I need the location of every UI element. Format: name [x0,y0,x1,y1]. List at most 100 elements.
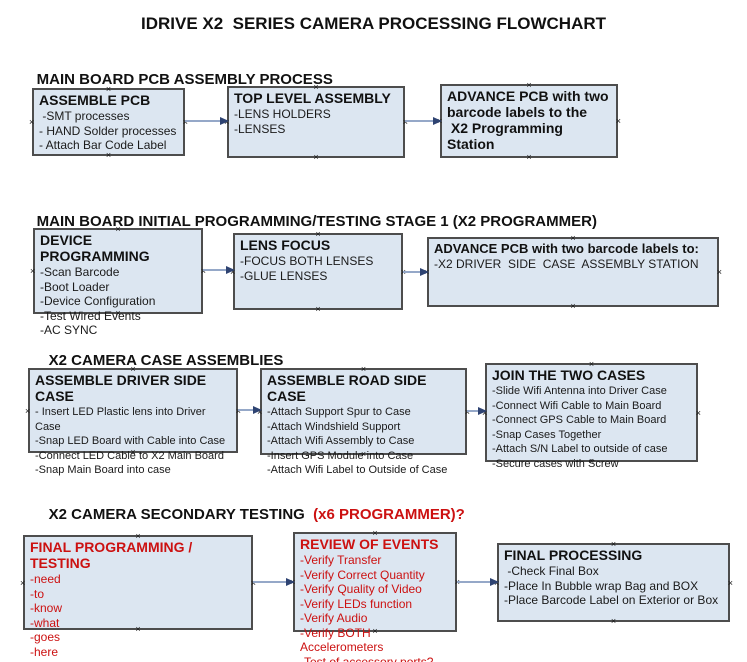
box-item: -what [30,615,60,630]
section-heading-pcb-assembly: MAIN BOARD PCB ASSEMBLY PROCESS [20,54,333,105]
page-title: IDRIVE X2 SERIES CAMERA PROCESSING FLOWC… [140,14,607,33]
box-item: -Verify BOTH Accelerometers [300,625,384,655]
flow-box-join-the-two-cases[interactable]: JOIN THE TWO CASES -Slide Wifi Antenna i… [482,360,701,470]
box-item: -Boot Loader [40,279,110,294]
connector-arrow [185,117,229,125]
connection-point-icon: × [716,267,722,277]
box-item: -Test of accessory ports? [300,654,434,662]
box-item: -FOCUS BOTH LENSES [240,254,374,268]
connection-point-icon: × [20,577,26,588]
box-items: -Verify Transfer-Verify Correct Quantity… [300,553,451,662]
box-items: -Scan Barcode-Boot Loader-Device Configu… [40,265,197,338]
box-item: -Snap LED Board with Cable into Case [35,435,226,447]
flow-box-advance-pcb-programming-station[interactable]: ADVANCE PCB with two barcode labels to t… [437,81,621,162]
connection-point-icon: × [526,152,532,162]
box-title: FINAL PROCESSING [504,547,643,563]
flow-box-final-processing[interactable]: FINAL PROCESSING -Check Final Box-Place … [494,540,733,626]
box-item: -Check Final Box [504,564,599,578]
box-item: - Attach Bar Code Label [39,138,167,152]
box-item: - HAND Solder processes [39,123,177,138]
section-heading-case-assemblies: X2 CAMERA CASE ASSEMBLIES [32,335,284,386]
box-title: ADVANCE PCB with two barcode labels to t… [447,88,609,152]
connector-arrow [238,406,262,414]
box-item: -Attach Wifi Assembly to Case [267,435,415,447]
connector-arrow [203,266,235,274]
box-title: TOP LEVEL ASSEMBLY [234,90,391,106]
connector-arrow [467,407,487,415]
box-item: -know [30,601,63,615]
box-items: -LENS HOLDERS-LENSES [234,107,399,136]
box-item: -GLUE LENSES [240,268,328,283]
box-item: -Attach Windshield Support [267,420,401,433]
box-items: -need-to-know-what-goes-here [30,572,247,659]
box-item: -Scan Barcode [40,265,120,279]
box-item: -LENS HOLDERS [234,107,331,121]
flow-box-assemble-pcb[interactable]: ASSEMBLE PCB -SMT processes- HAND Solder… [29,85,188,160]
box-item: -SMT processes [39,109,130,123]
box-item: -Snap Main Board into case [35,464,171,476]
box-title: FINAL PROGRAMMING / TESTING [30,539,197,571]
connection-point-icon: × [30,266,36,276]
box-item: -goes [30,630,61,644]
flow-box-review-of-events[interactable]: REVIEW OF EVENTS -Verify Transfer-Verify… [290,529,460,662]
connector-arrow [457,578,499,586]
box-item: -Secure cases with Screw [492,457,619,470]
flow-box-device-programming[interactable]: DEVICE PROGRAMMING -Scan Barcode-Boot Lo… [30,225,206,338]
box-title: ASSEMBLE DRIVER SIDE CASE [35,372,211,404]
box-item: -Connect Wifi Cable to Main Board [492,399,662,412]
connection-point-icon: × [25,405,31,416]
box-title: REVIEW OF EVENTS [300,536,439,552]
box-item: -LENSES [234,121,286,136]
box-item: -Slide Wifi Antenna into Driver Case [492,385,667,397]
connection-point-icon: × [570,301,576,311]
box-item: -Insert GPS Module into Case [267,449,414,462]
section-heading-text: X2 CAMERA SECONDARY TESTING [48,506,309,523]
box-title: JOIN THE TWO CASES [492,367,646,383]
box-items: -FOCUS BOTH LENSES-GLUE LENSES [240,254,397,283]
connection-point-icon: × [29,117,35,127]
section-heading-text: MAIN BOARD INITIAL PROGRAMMING/TESTING S… [36,213,597,230]
box-items: -X2 DRIVER SIDE CASE ASSEMBLY STATION [434,257,713,272]
box-title: ASSEMBLE PCB [39,92,151,108]
box-items: -Attach Support Spur to Case -Attach Wind… [267,405,461,478]
box-item: -Connect GPS Cable to Main Board [492,414,667,426]
flow-box-assemble-driver-side-case[interactable]: ASSEMBLE DRIVER SIDE CASE - Insert LED P… [25,365,241,477]
connection-point-icon: × [315,304,321,314]
box-title: ADVANCE PCB with two barcode labels to: [434,241,699,256]
flow-box-top-level-assembly[interactable]: TOP LEVEL ASSEMBLY -LENS HOLDERS-LENSES … [224,83,408,162]
section-heading-text: X2 CAMERA CASE ASSEMBLIES [48,352,284,369]
box-item: -Verify Transfer [300,553,382,567]
section-heading-secondary-testing: X2 CAMERA SECONDARY TESTING (x6 PROGRAMM… [32,489,465,540]
connection-point-icon: × [727,577,733,588]
box-item: - Insert LED Plastic lens into Driver Ca… [35,406,209,433]
section-heading-initial-programming: MAIN BOARD INITIAL PROGRAMMING/TESTING S… [20,196,597,247]
box-item: -Device Configuration [40,294,156,308]
box-title: DEVICE PROGRAMMING [40,232,150,264]
flow-box-lens-focus[interactable]: LENS FOCUS -FOCUS BOTH LENSES-GLUE LENSE… [230,230,406,314]
connection-point-icon: × [313,152,319,162]
box-items: -Check Final Box-Place In Bubble wrap Ba… [504,564,724,608]
flow-box-advance-pcb-driver-side[interactable]: ADVANCE PCB with two barcode labels to: … [424,234,722,311]
box-item: -need [30,572,61,586]
connector-arrow [253,578,295,586]
box-item: -Snap Cases Together [492,428,602,441]
section-heading-red-text: (x6 PROGRAMMER)? [308,506,465,523]
box-item: -Verify LEDs function [300,596,413,611]
box-item: -X2 DRIVER SIDE CASE ASSEMBLY STATION [434,257,699,271]
box-item: -Attach Support Spur to Case [267,406,411,418]
box-items: -SMT processes- HAND Solder processes- A… [39,109,179,153]
connection-point-icon: × [695,407,701,418]
box-item: -Test Wired Events [40,308,141,323]
box-item: -Place In Bubble wrap Bag and BOX [504,578,699,593]
box-item: -Verify Correct Quantity [300,567,425,582]
box-items: - Insert LED Plastic lens into Driver Ca… [35,405,232,478]
box-item: -Attach Wifi Label to Outside of Case [267,464,448,476]
section-heading-text: MAIN BOARD PCB ASSEMBLY PROCESS [36,71,333,88]
box-item: -to [30,586,45,601]
box-title: LENS FOCUS [240,237,331,253]
box-items: -Slide Wifi Antenna into Driver Case -Con… [492,384,692,471]
connector-arrow [403,268,429,276]
flow-box-assemble-road-side-case[interactable]: ASSEMBLE ROAD SIDE CASE -Attach Support … [257,365,470,477]
flow-box-final-programming-testing[interactable]: FINAL PROGRAMMING / TESTING -need-to-kno… [20,532,256,659]
